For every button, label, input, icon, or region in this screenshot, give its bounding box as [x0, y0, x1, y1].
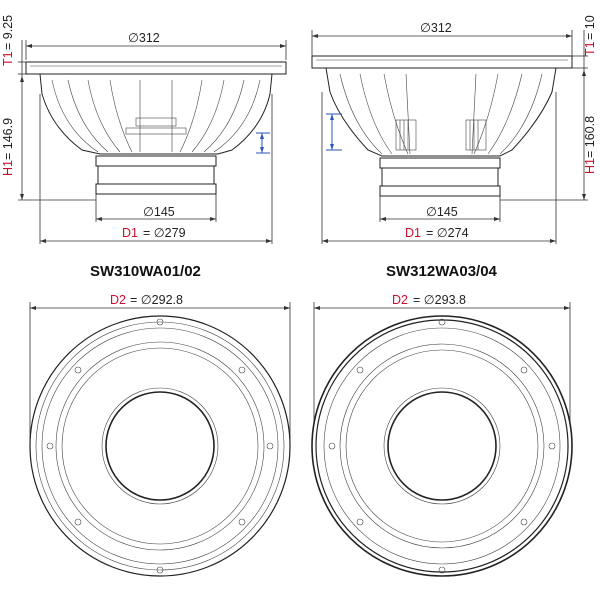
left-d2-label: D2: [110, 293, 126, 307]
right-model-name: SW312WA03/04: [386, 263, 498, 280]
left-h1-value: = 146.9: [1, 118, 15, 160]
left-front-view: D2 = ∅292.8: [29, 293, 291, 577]
right-t1-value: = 10: [583, 15, 597, 40]
left-mounting-holes: [46, 318, 274, 574]
right-magnet-dim: ∅145: [426, 205, 458, 219]
right-d2-label: D2: [392, 293, 408, 307]
left-d1-label: D1: [122, 226, 138, 240]
right-d1-label: D1: [405, 226, 421, 240]
right-d2-value: = ∅293.8: [413, 293, 466, 307]
left-magnet-dim: ∅145: [143, 205, 175, 219]
left-model-name: SW310WA01/02: [90, 263, 201, 280]
right-front-view: D2 = ∅293.8: [311, 293, 573, 577]
right-h1-label: H1: [583, 158, 597, 174]
right-side-view: ∅312 T1 = 10: [311, 15, 597, 280]
right-d1-value: = ∅274: [426, 226, 469, 240]
left-h1-label: H1: [1, 160, 15, 176]
left-top-dim: ∅312: [128, 31, 160, 45]
right-top-dim: ∅312: [420, 21, 452, 35]
left-side-view: ∅312 T1 = 9.25: [1, 15, 287, 280]
right-h1-value: = 160.8: [583, 116, 597, 158]
left-t1-value: = 9.25: [1, 15, 15, 50]
right-t1-label: T1: [583, 41, 597, 56]
right-mounting-holes: [328, 318, 556, 574]
left-t1-label: T1: [1, 51, 15, 66]
left-d2-value: = ∅292.8: [130, 293, 183, 307]
left-d1-value: = ∅279: [143, 226, 186, 240]
